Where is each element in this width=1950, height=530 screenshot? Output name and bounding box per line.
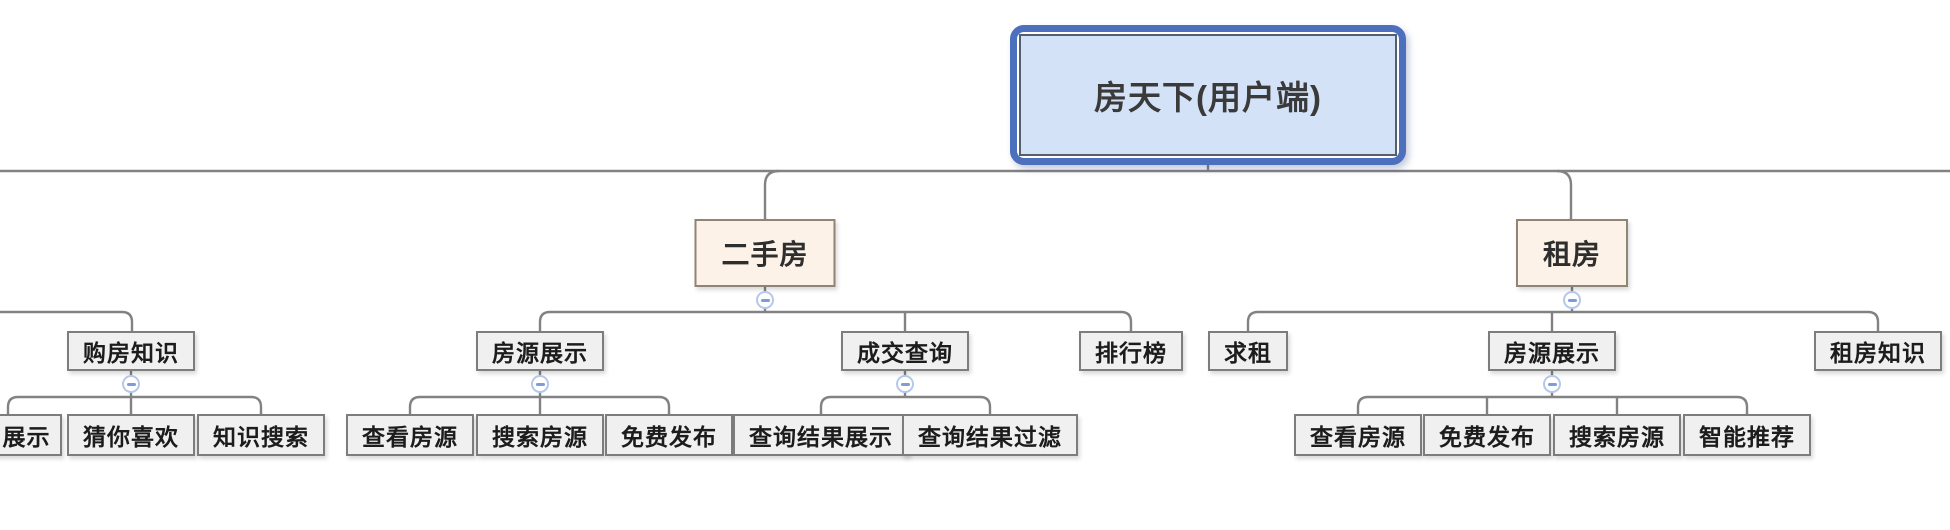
minus-glyph xyxy=(900,382,910,386)
minus-glyph xyxy=(1567,298,1577,302)
topic-fangyuanzhanshi-esf[interactable]: 房源展示 xyxy=(476,331,604,371)
topic-fangyuanzhanshi-zf[interactable]: 房源展示 xyxy=(1488,331,1616,371)
connector xyxy=(1556,169,1573,219)
connector xyxy=(538,310,1133,331)
minus-glyph xyxy=(1547,382,1557,386)
connector xyxy=(6,395,263,414)
topic-zhishisousuo[interactable]: 知识搜索 xyxy=(197,414,325,456)
topic-paihangbang[interactable]: 排行榜 xyxy=(1079,331,1183,371)
collapse-icon-chengjiaochaxun[interactable] xyxy=(896,375,914,393)
topic-goufangzhishi[interactable]: 购房知识 xyxy=(67,331,195,371)
topic-sousuofangyuan-zf[interactable]: 搜索房源 xyxy=(1553,414,1681,456)
collapse-icon-fangyuanzhanshi-zf[interactable] xyxy=(1543,375,1561,393)
connector xyxy=(1246,310,1880,331)
topic-chakanfangyuan-esf[interactable]: 查看房源 xyxy=(346,414,474,456)
minus-glyph xyxy=(535,382,545,386)
collapse-icon-zufang[interactable] xyxy=(1563,291,1581,309)
topic-chaxunjieguoguolv[interactable]: 查询结果过滤 xyxy=(902,414,1078,456)
root-topic-selection-ring: 房天下(用户端) xyxy=(1010,25,1406,165)
topic-root[interactable]: 房天下(用户端) xyxy=(1019,34,1397,156)
connector xyxy=(0,310,134,331)
collapse-icon-ershoufang[interactable] xyxy=(756,291,774,309)
topic-chengjiaochaxun[interactable]: 成交查询 xyxy=(841,331,969,371)
topic-zhanshi-clipped[interactable]: 展示 xyxy=(0,414,62,456)
collapse-icon-goufangzhishi[interactable] xyxy=(122,375,140,393)
topic-zhinengtuijian[interactable]: 智能推荐 xyxy=(1683,414,1811,456)
connector xyxy=(819,395,992,414)
connector xyxy=(763,169,780,219)
topic-chakanfangyuan-zf[interactable]: 查看房源 xyxy=(1294,414,1422,456)
topic-sousuofangyuan-esf[interactable]: 搜索房源 xyxy=(476,414,604,456)
topic-qiuzu[interactable]: 求租 xyxy=(1208,331,1288,371)
collapse-icon-fangyuanzhanshi-esf[interactable] xyxy=(531,375,549,393)
topic-chaxunjieguozhanshi[interactable]: 查询结果展示 xyxy=(733,414,909,456)
minus-glyph xyxy=(126,382,136,386)
topic-zufangzhishi[interactable]: 租房知识 xyxy=(1814,331,1942,371)
topic-ershoufang[interactable]: 二手房 xyxy=(694,219,836,287)
topic-mianfeifabu-zf[interactable]: 免费发布 xyxy=(1423,414,1551,456)
topic-zufang[interactable]: 租房 xyxy=(1515,219,1629,287)
topic-cainixihuan[interactable]: 猜你喜欢 xyxy=(67,414,195,456)
topic-mianfeifabu-esf[interactable]: 免费发布 xyxy=(605,414,733,456)
connector xyxy=(408,395,671,414)
connector xyxy=(1356,395,1749,414)
minus-glyph xyxy=(760,298,770,302)
